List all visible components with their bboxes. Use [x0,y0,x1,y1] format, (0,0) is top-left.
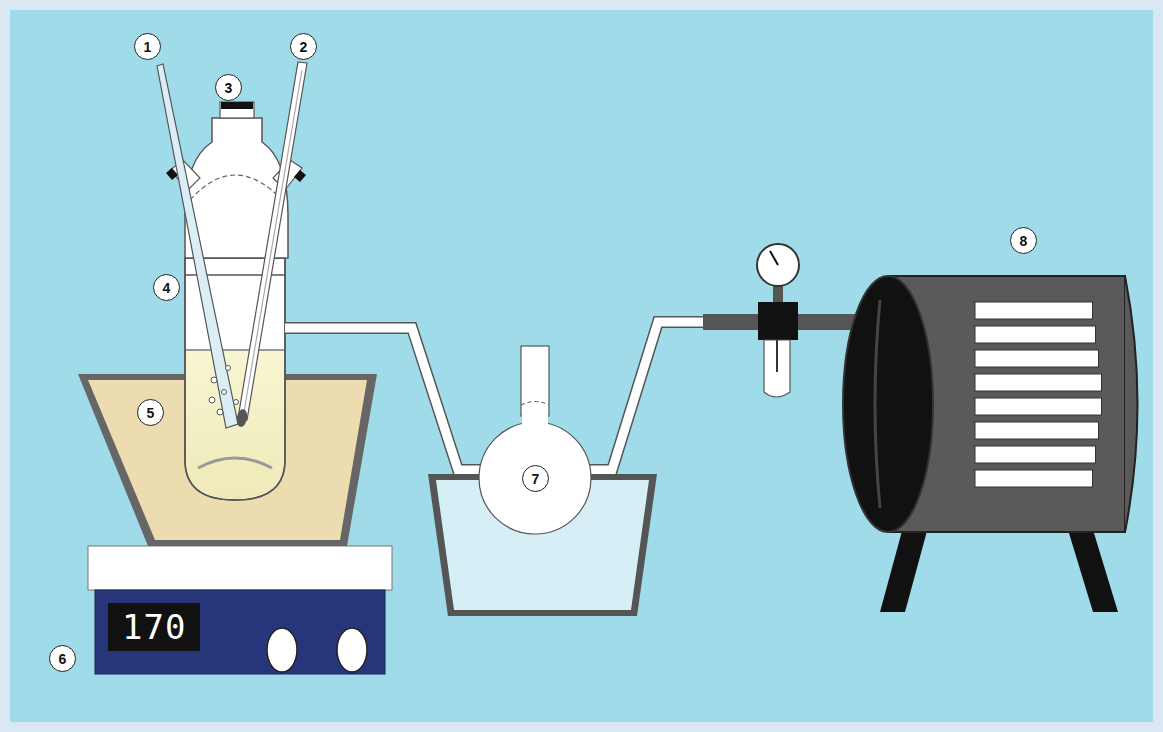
callout-number: 3 [215,74,242,101]
callout-number: 6 [49,645,76,672]
vacuum-pump [843,276,1138,612]
pump-fin [975,302,1093,319]
temperature-display: 170 [116,607,192,647]
gas-inlet-tube [157,64,243,428]
pump-fin [975,446,1096,463]
thermometer [236,62,307,428]
callout-number: 2 [290,33,317,60]
hot-plate [88,546,392,674]
pump-fin [975,398,1102,415]
background [10,10,1153,722]
pump-fin [975,350,1099,367]
callout-number: 5 [137,399,164,426]
cold-trap [428,346,657,616]
pump-fin [975,470,1093,487]
pump-fin [975,422,1099,439]
pump-fin [975,326,1096,343]
pump-fin [975,374,1102,391]
pressure-gauge [757,244,799,397]
callout-number: 8 [1010,227,1037,254]
callout-number: 7 [522,465,549,492]
callout-number: 4 [153,274,180,301]
tubing [285,322,885,470]
callout-number: 1 [134,33,161,60]
